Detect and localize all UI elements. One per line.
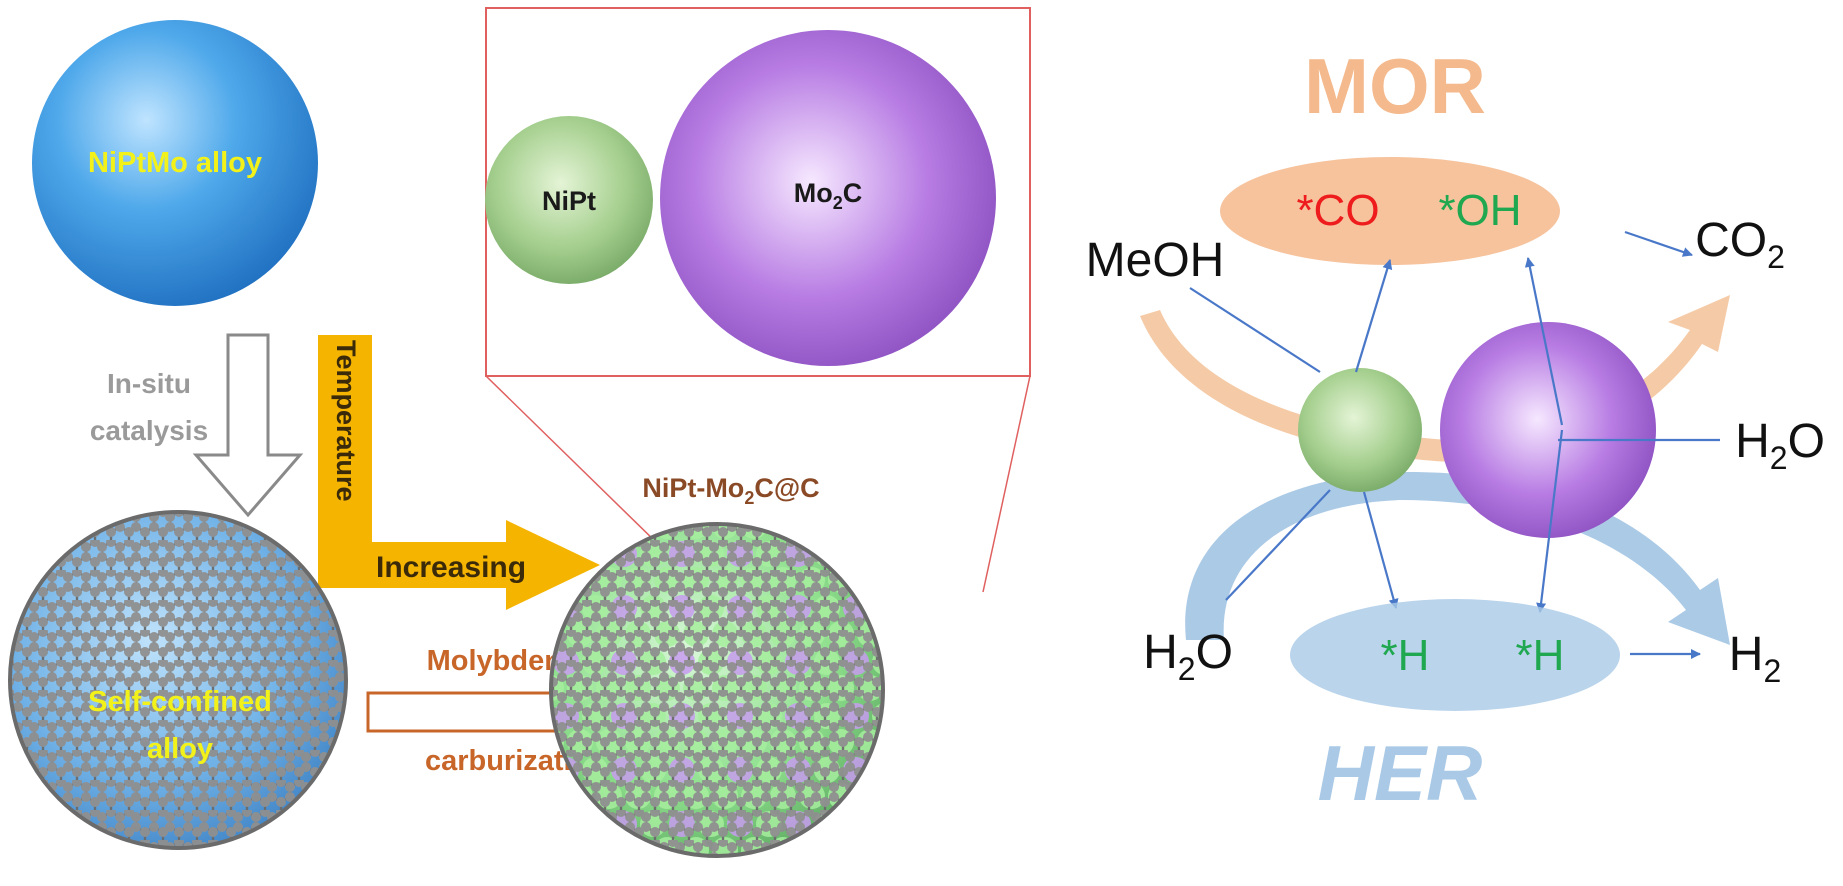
self-confined-alloy-ball (8, 510, 348, 850)
mor-ellipse (1220, 157, 1560, 265)
mor-to-co2-arrow (1624, 230, 1693, 257)
mo2c-sphere (660, 30, 996, 366)
nipt-to-h-arrow (1362, 491, 1399, 609)
meoh-label: MeOH (1086, 234, 1225, 287)
h2o-left-label: H2O (1143, 626, 1233, 687)
confined-label-line1: Self-confined (88, 686, 272, 718)
her-label: HER (1318, 729, 1483, 817)
h2o-right-label: H2O (1735, 415, 1825, 476)
nipt-mo2c-carbon-ball (549, 522, 885, 858)
nipt-sphere (485, 116, 653, 284)
h-adsorbate-2: *H (1516, 631, 1565, 680)
co2-label: CO2 (1695, 214, 1785, 275)
h2o-left-to-nipt-line (1225, 489, 1331, 601)
insitu-label-line1: In-situ (107, 368, 191, 399)
nipt-sphere-right (1298, 368, 1422, 492)
mo2c-sphere-right (1440, 322, 1656, 538)
nipt-to-co-arrow (1354, 259, 1393, 373)
insitu-label-line2: catalysis (90, 415, 208, 446)
product-label: NiPt-Mo2C@C (642, 473, 819, 508)
temperature-label: Temperature (331, 340, 361, 502)
h2-label: H2 (1729, 628, 1781, 689)
meoh-to-nipt-line (1189, 287, 1321, 373)
mo2c-to-h-arrow (1536, 429, 1564, 613)
confined-label-line2: alloy (147, 733, 213, 765)
alloy-label: NiPtMo alloy (88, 147, 262, 179)
mor-label: MOR (1304, 42, 1486, 130)
increasing-label: Increasing (376, 551, 526, 584)
nipt-label: NiPt (542, 186, 596, 216)
zoom-line-right (982, 375, 1031, 593)
insitu-arrow (192, 333, 304, 518)
her-ellipse (1290, 599, 1620, 711)
h-adsorbate-1: *H (1381, 631, 1430, 680)
co-adsorbate: *CO (1296, 186, 1379, 235)
h2o-to-oh-arrow (1524, 257, 1564, 426)
oh-adsorbate: *OH (1438, 186, 1521, 235)
temperature-arrow (318, 335, 600, 610)
nipt-mo-alloy-sphere (32, 20, 318, 306)
mo2c-label: Mo2C (794, 178, 863, 213)
